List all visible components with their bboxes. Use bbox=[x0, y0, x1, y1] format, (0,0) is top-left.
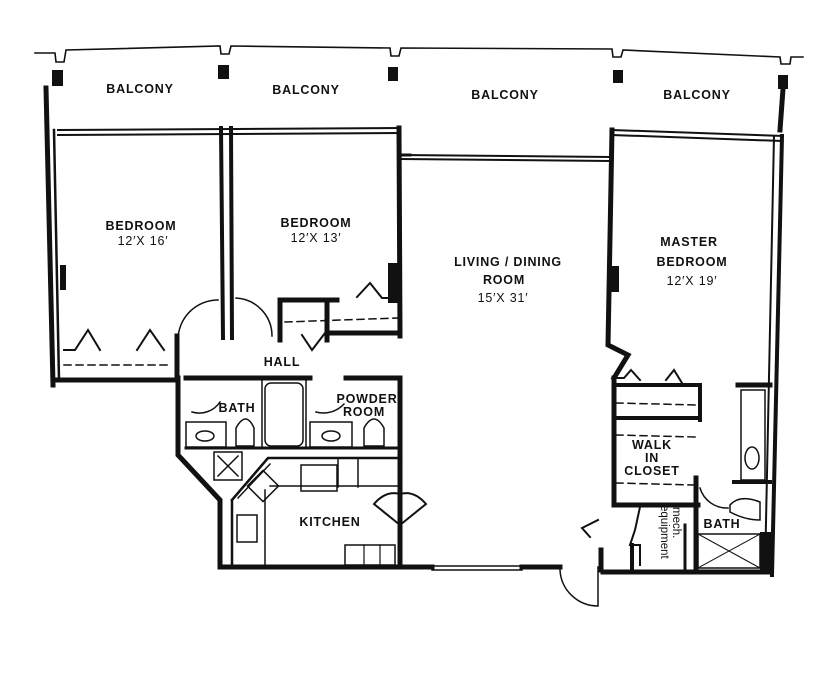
walkin-label: WALK bbox=[632, 438, 672, 452]
mech-label: mech. bbox=[670, 507, 682, 539]
bedroom2-size: 12′X 13′ bbox=[290, 231, 342, 245]
column bbox=[52, 70, 63, 86]
bedroom1-label: BEDROOM bbox=[105, 219, 177, 233]
living-label: LIVING / DINING bbox=[454, 255, 562, 269]
balcony-label-2: BALCONY bbox=[272, 83, 340, 97]
bedroom2-label: BEDROOM bbox=[280, 216, 352, 230]
walkin-label-2: IN bbox=[644, 451, 660, 465]
walkin-label-3: CLOSET bbox=[624, 464, 680, 478]
master-label-2: BEDROOM bbox=[656, 255, 728, 269]
living-size: 15′X 31′ bbox=[477, 291, 529, 305]
balcony-label-4: BALCONY bbox=[663, 88, 731, 102]
kitchen-label: KITCHEN bbox=[299, 515, 361, 529]
powder-label: POWDER bbox=[336, 392, 398, 406]
balcony-label-3: BALCONY bbox=[471, 88, 539, 102]
master-label: MASTER bbox=[660, 235, 718, 249]
mech-label-2: equipment bbox=[658, 505, 670, 559]
living-label-2: ROOM bbox=[482, 273, 526, 287]
balcony-label-1: BALCONY bbox=[106, 82, 174, 96]
powder-label-2: ROOM bbox=[342, 405, 386, 419]
hall-label: HALL bbox=[263, 355, 301, 369]
bath-label: BATH bbox=[218, 401, 256, 415]
balcony-railing bbox=[34, 45, 804, 65]
master-bath-label: BATH bbox=[703, 517, 741, 531]
bedroom1-size: 12′X 16′ bbox=[117, 234, 169, 248]
master-size: 12′X 19′ bbox=[666, 274, 718, 288]
